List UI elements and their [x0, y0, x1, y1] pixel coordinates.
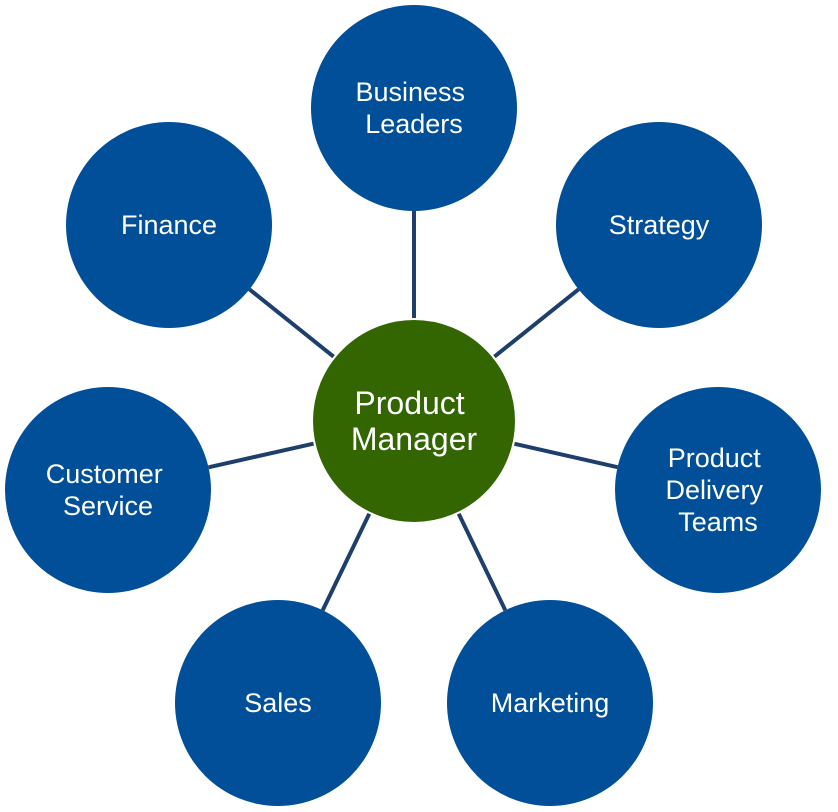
- node-sales: Sales: [175, 600, 381, 806]
- node-business-leaders: Business Leaders: [311, 5, 517, 211]
- node-finance-label: Finance: [121, 210, 217, 240]
- node-strategy-label-line-1: Strategy: [609, 210, 710, 240]
- node-marketing: Marketing: [447, 600, 653, 806]
- node-product-manager-label-line-2: Manager: [351, 421, 478, 457]
- satellite-nodes: Business Leaders Strategy Product Delive…: [5, 5, 821, 806]
- connector-marketing: [456, 512, 508, 612]
- connector-finance: [248, 287, 336, 359]
- node-marketing-label: Marketing: [491, 688, 610, 718]
- node-customer-service-label-line-1: Customer: [46, 459, 163, 489]
- node-customer-service-circle: [5, 387, 211, 593]
- node-product-manager-label-line-1: Product: [354, 385, 464, 421]
- node-business-leaders-label: Business Leaders: [355, 68, 472, 139]
- node-product-delivery-teams-label-line-1: Product: [668, 443, 762, 473]
- node-product-delivery-teams-label-line-2: Delivery: [665, 475, 763, 505]
- node-strategy: Strategy: [556, 122, 762, 328]
- connector-strategy: [492, 287, 580, 359]
- node-product-manager-label: Product Manager: [351, 374, 478, 457]
- connector-product-delivery-teams: [513, 441, 619, 470]
- node-product-delivery-teams-circle: [615, 387, 821, 593]
- node-finance-circle: [66, 122, 272, 328]
- node-finance-label-line-1: Finance: [121, 210, 217, 240]
- node-finance: Finance: [66, 122, 272, 328]
- connector-customer-service: [208, 441, 315, 470]
- node-strategy-circle: [556, 122, 762, 328]
- node-marketing-label-line-1: Marketing: [491, 688, 610, 718]
- node-customer-service-label-line-2: Service: [63, 491, 153, 521]
- node-sales-label: Sales: [244, 688, 312, 718]
- node-product-delivery-teams: Product Delivery Teams: [615, 387, 821, 593]
- node-product-delivery-teams-label: Product Delivery Teams: [665, 434, 770, 537]
- node-customer-service-label: Customer Service: [46, 450, 171, 521]
- node-strategy-label: Strategy: [609, 210, 710, 240]
- node-product-manager: Product Manager: [311, 318, 517, 524]
- node-product-delivery-teams-label-line-3: Teams: [678, 507, 758, 537]
- node-business-leaders-label-line-2: Leaders: [365, 109, 463, 139]
- node-marketing-circle: [447, 600, 653, 806]
- connector-sales: [320, 512, 372, 612]
- node-product-manager-circle: [311, 318, 517, 524]
- node-customer-service: Customer Service: [5, 387, 211, 593]
- node-business-leaders-circle: [311, 5, 517, 211]
- connector-lines: [208, 211, 619, 612]
- node-business-leaders-label-line-1: Business: [355, 77, 465, 107]
- node-sales-circle: [175, 600, 381, 806]
- node-sales-label-line-1: Sales: [244, 688, 312, 718]
